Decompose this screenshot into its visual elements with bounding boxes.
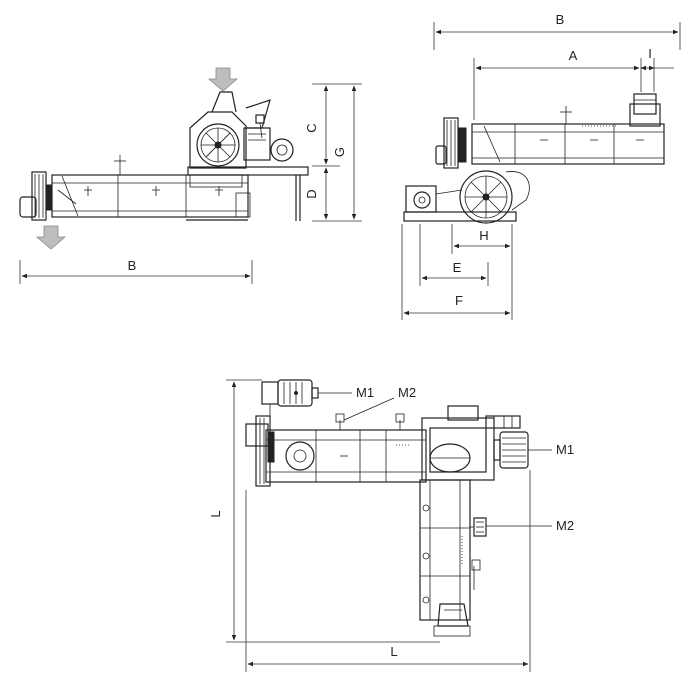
callout-m1-right: M1 bbox=[556, 442, 574, 457]
support-frame bbox=[186, 166, 309, 221]
conveyor-drive-motor bbox=[19, 171, 53, 221]
dimension-c-label: C bbox=[304, 123, 319, 132]
side-view: B C D G bbox=[19, 67, 362, 284]
dimension-a-label: A bbox=[569, 48, 578, 63]
dimension-f-label: F bbox=[455, 293, 463, 308]
dimension-g-label: G bbox=[332, 147, 347, 157]
dimension-l-horizontal-label: L bbox=[390, 644, 397, 659]
callout-m2-right: M2 bbox=[556, 518, 574, 533]
crusher-unit bbox=[189, 91, 294, 169]
screw-conveyor-trough bbox=[51, 155, 251, 218]
front-crusher-unit bbox=[403, 170, 530, 224]
front-view: B A I H E F bbox=[401, 12, 681, 320]
plan-view: M1 M2 M1 M2 L L bbox=[208, 379, 574, 672]
dimension-d-label: D bbox=[304, 189, 319, 198]
plan-motor-m1-right bbox=[493, 431, 529, 469]
dimension-e-label: E bbox=[453, 260, 462, 275]
outlet-arrow-icon bbox=[35, 225, 67, 250]
callout-m1-top: M1 bbox=[356, 385, 374, 400]
plan-vertical-conveyor bbox=[419, 479, 481, 637]
dimension-b-front: B bbox=[433, 12, 681, 50]
dimension-b-front-label: B bbox=[556, 12, 565, 27]
dimension-l-horizontal: L bbox=[245, 470, 531, 672]
callout-m2-top: M2 bbox=[398, 385, 416, 400]
inlet-arrow-icon bbox=[207, 67, 239, 92]
dimension-l-vertical-label: L bbox=[208, 510, 223, 517]
plan-horizontal-conveyor bbox=[245, 413, 427, 487]
dimension-h-label: H bbox=[479, 228, 488, 243]
dimension-b-side-label: B bbox=[128, 258, 137, 273]
front-drive-motor bbox=[435, 117, 467, 169]
plan-callouts: M1 M2 M1 M2 bbox=[318, 385, 574, 533]
dimension-a-i: A I bbox=[473, 46, 674, 120]
dimension-i-label: I bbox=[648, 46, 652, 61]
dimension-b-side: B bbox=[19, 258, 253, 284]
plan-motor-m1-top bbox=[261, 379, 319, 418]
dimension-cdg: C D G bbox=[304, 83, 362, 222]
plan-crusher-unit bbox=[421, 405, 521, 481]
inclined-conveyor bbox=[471, 93, 665, 165]
dimension-l-vertical: L bbox=[208, 379, 440, 643]
dimension-h-e-f: H E F bbox=[401, 224, 513, 320]
plan-motor-m2-right bbox=[470, 517, 487, 537]
